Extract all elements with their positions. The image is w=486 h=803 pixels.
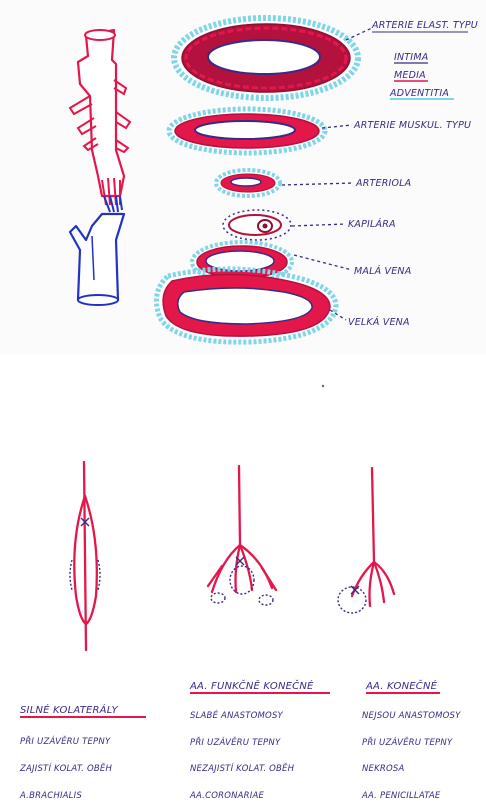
cross-section-arterie-muskul [169, 109, 325, 153]
column-1-line-1: PŘI UZÁVĚRU TEPNY [20, 735, 111, 747]
cross-section-velka-vena [156, 269, 336, 342]
column-1-line-2: ZAJISTÍ KOLAT. OBĚH [19, 762, 112, 774]
column-funkcne-konecne: AA. FUNKČNĚ KONEČNÉ SLABÉ ANASTOMOSY PŘI… [189, 679, 330, 801]
column-3-title: AA. KONEČNÉ [365, 679, 438, 692]
vessel-labels: ARTERIE ELAST. TYPU ARTERIE MUSKUL. TYPU… [348, 20, 478, 328]
column-silne-kolateraly: SILNÉ KOLATERÁLY PŘI UZÁVĚRU TEPNY ZAJIS… [19, 703, 146, 801]
column-3-line-4: AA. PENICILLATAE [361, 791, 441, 801]
sketch-silne-kolateraly [74, 462, 97, 650]
anastomosis-drawing: SILNÉ KOLATERÁLY PŘI UZÁVĚRU TEPNY ZAJIS… [0, 355, 486, 803]
anastomosis-panel: SILNÉ KOLATERÁLY PŘI UZÁVĚRU TEPNY ZAJIS… [0, 355, 486, 803]
column-3-line-1: NEJSOU ANASTOMOSY [362, 711, 461, 721]
sketch-funkcne-konecne-marks [211, 557, 273, 605]
sketch-konecne [352, 468, 394, 606]
cross-section-arterie-elast [174, 18, 358, 98]
sketch-konecne-marks [338, 586, 366, 613]
column-1-title: SILNÉ KOLATERÁLY [20, 703, 119, 716]
vessel-cross-sections-drawing: ARTERIE ELAST. TYPU ARTERIE MUSKUL. TYPU… [0, 0, 486, 355]
sketch-funkcne-konecne [208, 466, 276, 592]
label-arteriola: ARTERIOLA [355, 178, 411, 189]
stray-dot [322, 385, 324, 387]
label-velka-vena: VELKÁ VENA [348, 316, 410, 328]
layer-legend: INTIMA MEDIA ADVENTITIA [389, 52, 454, 99]
vessel-cross-sections-panel: ARTERIE ELAST. TYPU ARTERIE MUSKUL. TYPU… [0, 0, 486, 355]
column-3-line-3: NEKROSA [362, 764, 405, 774]
legend-intima: INTIMA [394, 52, 428, 63]
column-2-line-4: AA.CORONARIAE [189, 791, 265, 801]
column-konecne: AA. KONEČNÉ NEJSOU ANASTOMOSY PŘI UZÁVĚR… [361, 679, 461, 801]
column-1-line-3: A.BRACHIALIS [19, 791, 82, 801]
column-3-line-2: PŘI UZÁVĚRU TEPNY [362, 736, 453, 748]
cross-section-arteriola [216, 170, 280, 196]
column-2-line-2: PŘI UZÁVĚRU TEPNY [190, 736, 281, 748]
label-arterie-elast: ARTERIE ELAST. TYPU [371, 20, 478, 31]
label-arterie-muskul: ARTERIE MUSKUL. TYPU [353, 120, 471, 131]
label-mala-vena: MALÁ VENA [354, 265, 411, 277]
vessel-tree-sketch [70, 30, 130, 305]
legend-adventitia: ADVENTITIA [389, 88, 449, 99]
column-2-line-3: NEZAJISTÍ KOLAT. OBĚH [190, 762, 295, 774]
legend-media: MEDIA [394, 70, 426, 81]
column-2-title: AA. FUNKČNĚ KONEČNÉ [189, 679, 314, 692]
cross-section-kapilara [223, 210, 291, 240]
label-kapilara: KAPILÁRA [348, 218, 396, 230]
column-2-line-1: SLABÉ ANASTOMOSY [190, 709, 284, 721]
